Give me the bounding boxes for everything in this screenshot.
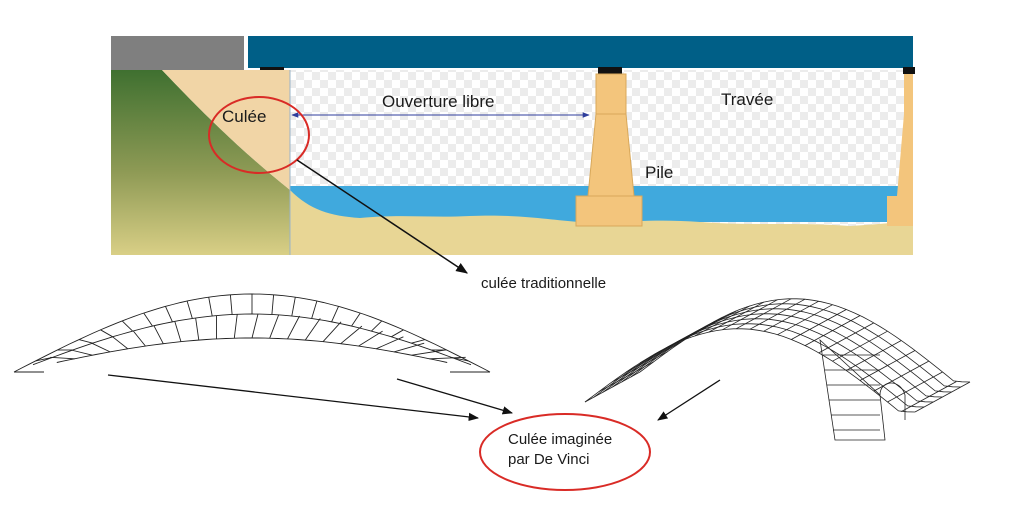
arch-intrados	[56, 337, 448, 363]
arch-3d-joint	[749, 298, 806, 330]
arch-3d-joint	[804, 315, 861, 346]
voussoir-joint	[195, 318, 200, 341]
traditional-pointer-arrow	[296, 159, 468, 274]
flat-arch-bridge	[13, 293, 491, 373]
davinci-abutment-label-line2: par De Vinci	[508, 451, 590, 468]
traditional-abutment-label: culée traditionnelle	[481, 275, 607, 292]
voussoir-joint	[70, 349, 93, 356]
voussoir-joint	[165, 306, 173, 322]
road-block	[111, 36, 244, 70]
arch-3d-joint	[736, 298, 792, 330]
clear-span-label: Ouverture libre	[382, 92, 495, 111]
voussoir-joint	[78, 339, 93, 344]
voussoir-joint	[143, 312, 153, 327]
voussoir-joint	[35, 356, 53, 362]
arch-3d-joint	[763, 300, 819, 332]
arch-3d-joint	[859, 350, 916, 381]
arch-3d-joint	[887, 371, 943, 403]
voussoir-joint	[391, 329, 404, 338]
davinci-3d-arch	[584, 298, 971, 441]
voussoir-joint	[121, 320, 133, 332]
arch-3d-joint	[832, 330, 888, 362]
arch-3d-joint	[639, 332, 696, 364]
voussoir-joint	[186, 300, 193, 319]
voussoir-joint	[269, 314, 280, 339]
voussoir-joint	[331, 306, 339, 322]
arch-3d-course	[621, 308, 952, 393]
cross-section	[111, 36, 915, 255]
voussoir-joint	[291, 297, 296, 317]
voussoir-joint	[358, 330, 383, 347]
voussoir-joint	[153, 325, 164, 344]
voussoir-joint	[393, 342, 425, 353]
voussoir-joint	[371, 320, 383, 332]
voussoir-joint	[411, 349, 445, 356]
voussoir-joint	[287, 315, 300, 340]
arch-3d-joint	[914, 381, 971, 413]
voussoir-joint	[100, 329, 113, 338]
arch-pointer-arrow-2	[396, 378, 513, 415]
voussoir-joint	[133, 330, 146, 347]
voussoir-joint	[208, 297, 213, 317]
davinci-abutment-label-line1: Culée imaginée	[508, 431, 613, 448]
voussoir-joint	[340, 325, 363, 345]
voussoir-joint	[311, 300, 318, 319]
davinci-highlight-circle	[479, 413, 651, 491]
voussoir-joint	[411, 339, 426, 344]
bridge-deck	[248, 36, 913, 68]
arch-3d-joint	[626, 341, 682, 373]
span-label: Travée	[721, 90, 774, 109]
arch-pointer-arrow-1	[107, 374, 480, 422]
abutment-highlight-circle	[208, 96, 310, 174]
arch-3d-joint	[791, 309, 847, 340]
bearing-right	[903, 67, 915, 74]
arch-3d-buttress	[819, 338, 886, 441]
traditional-abutment	[162, 70, 290, 190]
voussoir-joint	[91, 342, 111, 353]
arch-3d-joint	[818, 322, 874, 354]
voussoir-joint	[233, 314, 238, 339]
arch-3d-joint	[901, 381, 957, 412]
arch-3d-joint	[612, 351, 668, 383]
arch-3d-joint	[708, 301, 764, 333]
arch-3d-joint	[777, 304, 833, 336]
arch-3d-joint	[667, 316, 723, 348]
voussoir-joint	[174, 321, 182, 342]
pier-label: Pile	[645, 163, 674, 182]
voussoir-joint	[271, 294, 275, 315]
voussoir-joint	[229, 294, 233, 315]
arch-3d-course	[639, 298, 971, 383]
abutment-label: Culée	[222, 107, 267, 126]
pier-middle	[575, 73, 643, 227]
voussoir-joint	[304, 318, 321, 341]
bearing-middle	[598, 67, 622, 74]
arch-mid-course	[32, 313, 472, 366]
voussoir-joint	[251, 313, 259, 339]
voussoir-joint	[50, 356, 75, 360]
arch-3d-course	[630, 303, 961, 388]
arch-pointer-arrow-3	[657, 379, 721, 421]
arch-3d-buttress	[879, 382, 906, 420]
arch-3d-joint	[584, 371, 641, 403]
voussoir-joint	[429, 356, 466, 360]
voussoir-joint	[376, 336, 404, 350]
arch-3d-joint	[694, 305, 751, 337]
pier-right	[887, 74, 913, 226]
arch-3d-joint	[681, 310, 737, 342]
arch-3d-joint	[846, 340, 902, 371]
arch-3d-joint	[722, 299, 778, 331]
arch-3d-joint	[873, 360, 929, 392]
voussoir-joint	[351, 312, 361, 327]
embankment-hill	[111, 70, 290, 255]
arch-3d-joint	[598, 361, 654, 393]
voussoir-joint	[322, 321, 342, 343]
voussoir-joint	[112, 336, 129, 350]
